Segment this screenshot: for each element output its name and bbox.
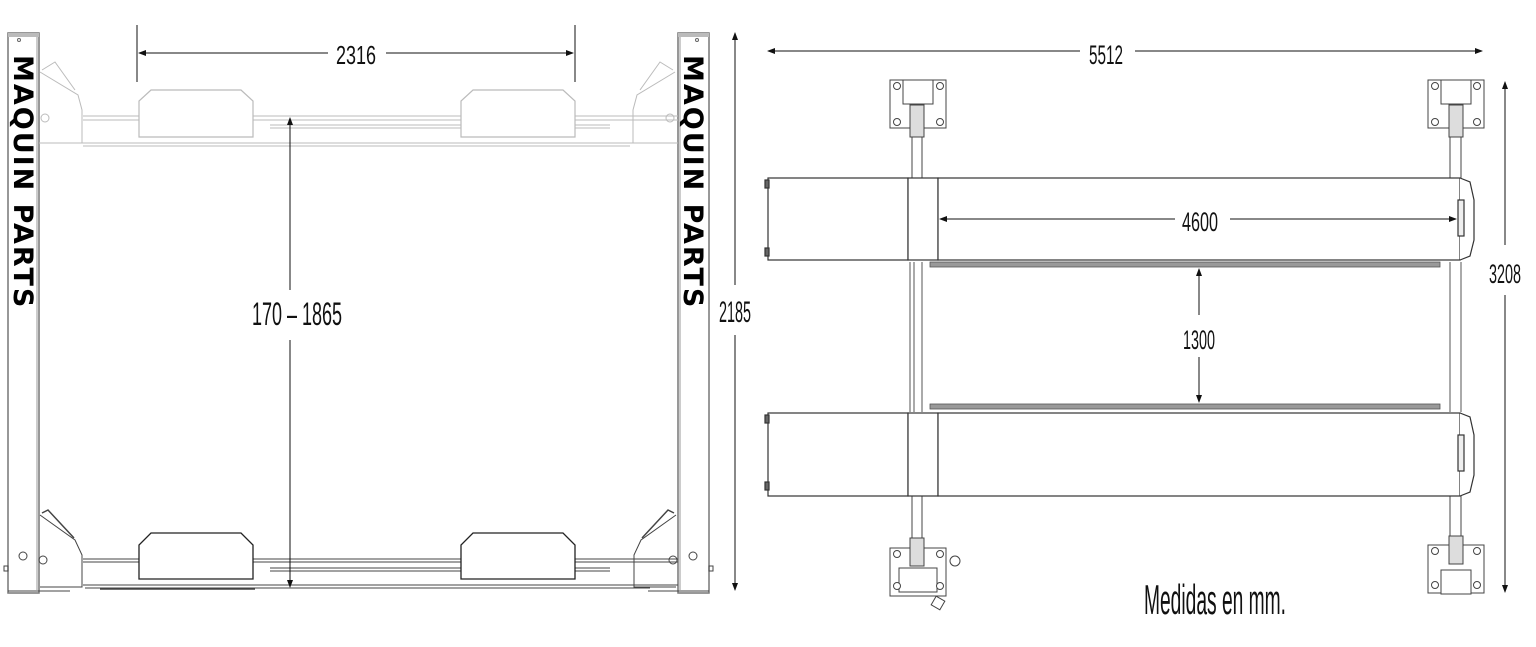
brand-left: MAQUIN PARTS [7, 55, 38, 309]
left-column [7, 32, 40, 594]
dim-label-1300: 1300 [1183, 325, 1215, 355]
units-note: Medidas en mm. [1144, 576, 1286, 623]
runway-upper [764, 177, 1475, 268]
top-crossbeam [39, 61, 678, 147]
bottom-pad-right [460, 532, 576, 580]
right-column [677, 32, 710, 594]
dim-label-2316: 2316 [336, 40, 376, 70]
post-bottom-left [889, 496, 961, 611]
post-bottom-right [1427, 496, 1485, 595]
dim-label-lift-height: 170 – 1865 [252, 296, 342, 332]
top-pad-right [460, 89, 576, 138]
dim-width-between-pads [136, 25, 576, 82]
front-view [3, 25, 738, 594]
post-top-right [1427, 79, 1485, 178]
dim-label-4600: 4600 [1182, 207, 1218, 237]
dim-label-5512: 5512 [1089, 40, 1123, 70]
top-pad-left [138, 89, 254, 138]
dim-label-3208: 3208 [1489, 259, 1521, 289]
bottom-pad-left [138, 532, 254, 580]
dim-label-2185: 2185 [719, 296, 751, 329]
post-top-left [889, 79, 947, 178]
brand-right: MAQUIN PARTS [677, 55, 708, 309]
bottom-crossbeam [3, 509, 714, 592]
runway-lower [764, 403, 1475, 497]
top-view [764, 48, 1508, 611]
